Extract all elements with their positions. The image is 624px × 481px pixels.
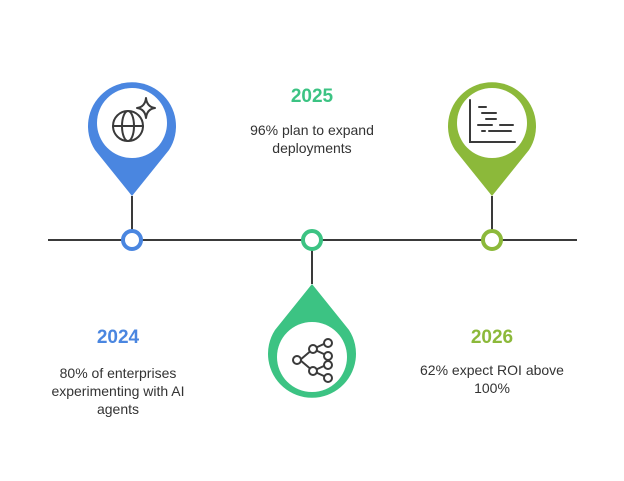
chart-bars-icon <box>469 99 516 143</box>
milestone-2024-marker <box>88 82 176 251</box>
milestone-2026-year: 2026 <box>470 327 514 348</box>
milestone-2025-year: 2025 <box>290 86 334 107</box>
pin-face-2025 <box>277 322 347 392</box>
milestone-2024-year: 2024 <box>96 327 140 348</box>
milestone-2025-marker <box>268 229 356 398</box>
timeline-node-2025 <box>301 229 323 251</box>
globe-sparkle-icon <box>112 97 156 142</box>
milestone-2025-description: 96% plan to expand deployments <box>250 122 374 156</box>
milestone-2026-marker <box>448 82 536 251</box>
milestone-2024-description: 80% of enterprises experimenting with AI… <box>51 365 185 417</box>
pin-face-2024 <box>97 88 167 158</box>
pin-face-2026 <box>457 88 527 158</box>
network-nodes-icon <box>292 338 333 383</box>
timeline-node-2024 <box>121 229 143 251</box>
milestone-2026-description: 62% expect ROI above 100% <box>420 362 564 396</box>
timeline-node-2026 <box>481 229 503 251</box>
